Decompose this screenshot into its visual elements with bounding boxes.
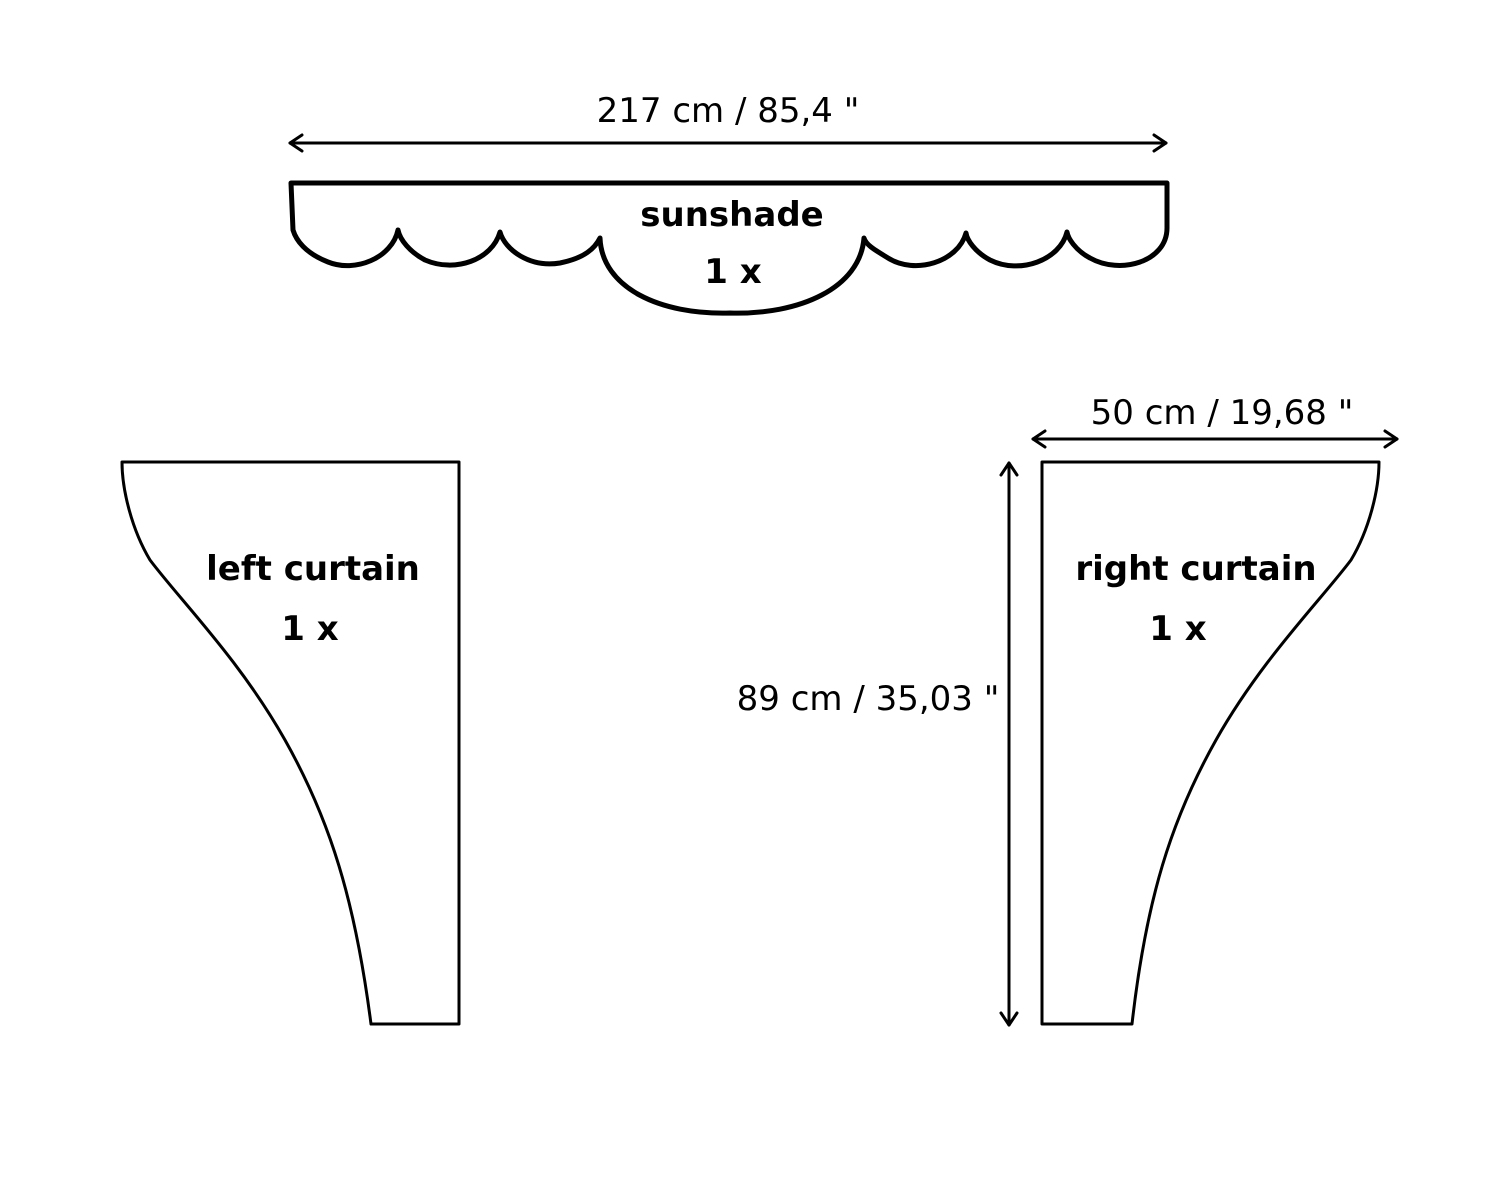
sunshade-outline [288, 180, 1170, 316]
curtain-width-dimension: 50 cm / 19,68 " [1031, 393, 1399, 449]
sunshade-piece: sunshade 1 x [288, 180, 1170, 316]
left-curtain-name: left curtain [206, 549, 420, 589]
sunshade-width-dimension: 217 cm / 85,4 " [288, 91, 1168, 153]
left-curtain-quantity: 1 x [281, 609, 338, 649]
right-curtain-piece: right curtain 1 x [1040, 460, 1381, 1026]
left-curtain-outline [120, 460, 461, 1026]
sunshade-width-arrowhead-right [1152, 133, 1168, 153]
curtain-height-label: 89 cm / 35,03 " [737, 679, 1000, 719]
sunshade-name: sunshade [640, 195, 823, 235]
right-curtain-outline [1040, 460, 1381, 1026]
left-curtain-piece: left curtain 1 x [120, 460, 461, 1026]
right-curtain-name: right curtain [1075, 549, 1316, 589]
curtain-height-dimension: 89 cm / 35,03 " [737, 461, 1019, 1027]
curtain-width-arrowhead-left [1031, 429, 1047, 449]
sunshade-width-label: 217 cm / 85,4 " [597, 91, 860, 131]
right-curtain-quantity: 1 x [1149, 609, 1206, 649]
sunshade-width-arrowhead-left [288, 133, 304, 153]
curtain-height-arrowhead-bottom [999, 1011, 1019, 1027]
sunshade-quantity: 1 x [704, 252, 761, 292]
curtain-height-arrowhead-top [999, 461, 1019, 477]
curtain-width-arrowhead-right [1383, 429, 1399, 449]
curtain-width-label: 50 cm / 19,68 " [1091, 393, 1354, 433]
